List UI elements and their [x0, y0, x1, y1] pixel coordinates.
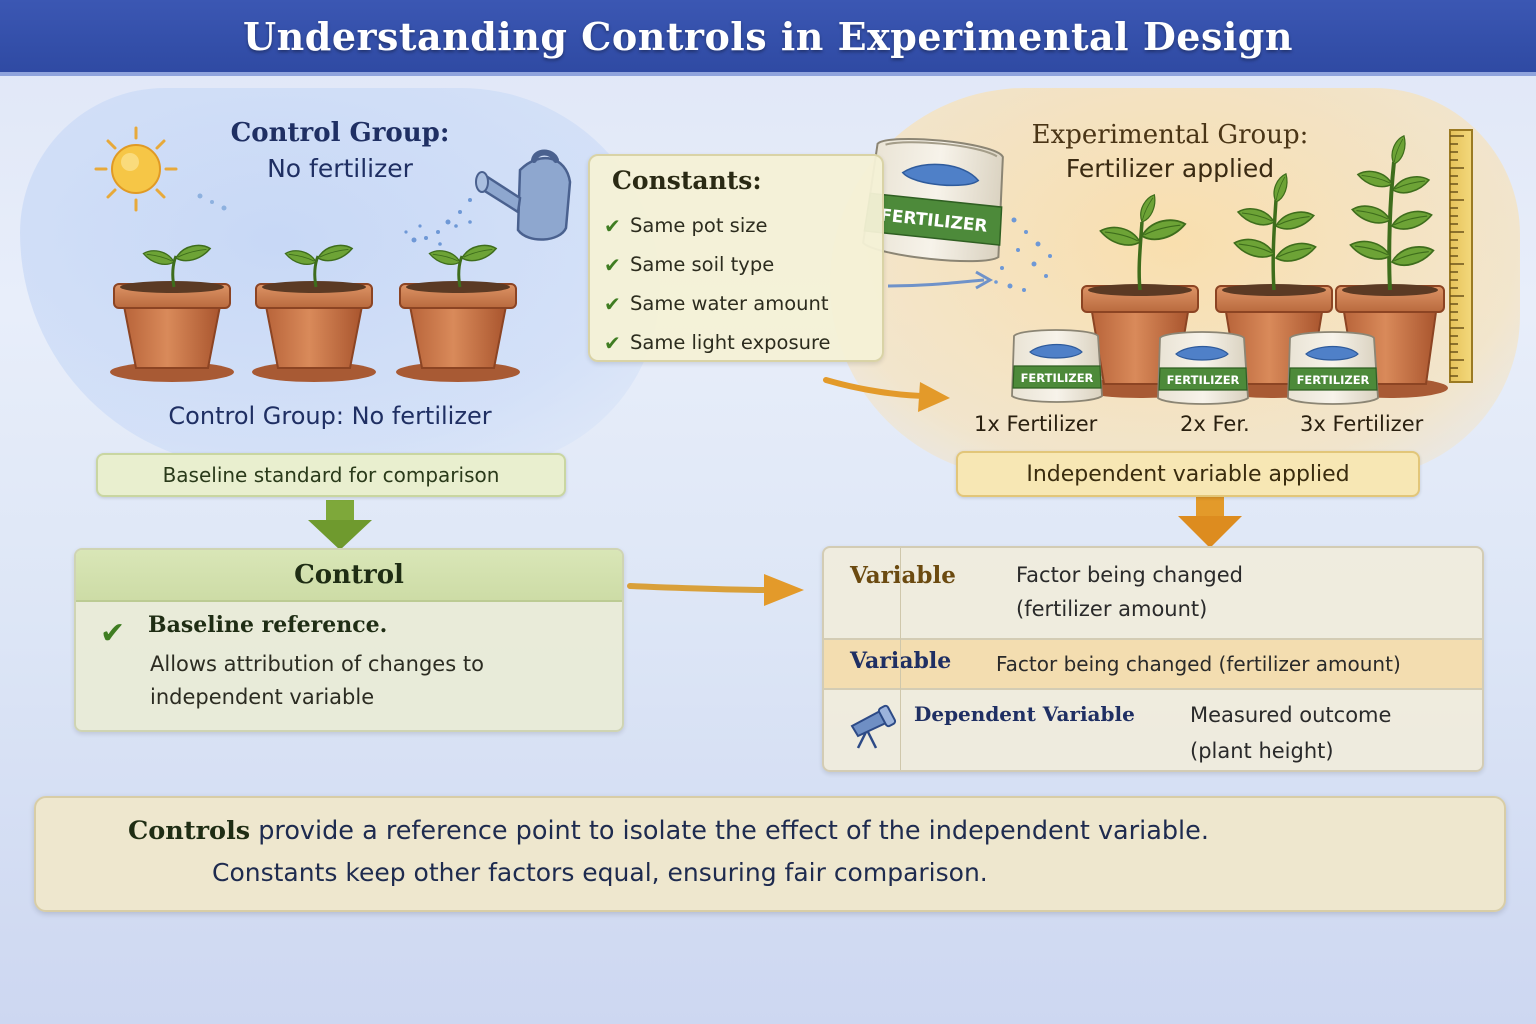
- constants-card: Constants: ✔Same pot size ✔Same soil typ…: [588, 154, 884, 362]
- dependent-variable-label: Dependent Variable: [914, 702, 1135, 726]
- dependent-variable-row: Dependent Variable Measured outcome (pla…: [824, 690, 1482, 770]
- variable-desc: Factor being changed (fertilizer amount): [996, 652, 1401, 676]
- amount-label-2x: 2x Fer.: [1180, 412, 1250, 436]
- divider: [900, 548, 901, 770]
- dependent-desc-line2: (plant height): [1190, 739, 1334, 763]
- constants-title: Constants:: [612, 166, 762, 195]
- independent-variable-note: Independent variable applied: [956, 451, 1420, 497]
- check-icon: ✔: [100, 616, 126, 651]
- check-icon: ✔: [604, 330, 621, 355]
- page-title: Understanding Controls in Experimental D…: [243, 13, 1293, 59]
- control-card-detail: Allows attribution of changes to indepen…: [150, 652, 484, 709]
- variable-desc-line2: (fertilizer amount): [1016, 597, 1208, 621]
- control-card-title: Control: [76, 550, 622, 602]
- small-fertilizer-bags: FERTILIZER FERTILIZER FERTILIZER: [1011, 329, 1379, 405]
- summary-line-1: Controls provide a reference point to is…: [128, 816, 1209, 846]
- amount-label-3x: 3x Fertilizer: [1300, 412, 1424, 436]
- check-icon: ✔: [604, 291, 621, 316]
- check-icon: ✔: [604, 252, 621, 277]
- list-item: ✔Same soil type: [604, 252, 775, 277]
- summary-panel: Controls provide a reference point to is…: [34, 796, 1506, 912]
- amount-label-1x: 1x Fertilizer: [974, 412, 1098, 436]
- control-card-point: Baseline reference.: [148, 612, 388, 638]
- check-icon: ✔: [604, 213, 621, 238]
- fertilizer-bag-icon: FERTILIZER: [862, 137, 1004, 263]
- variable-row: Variable Factor being changed (fertilize…: [824, 548, 1482, 640]
- experimental-group-subtitle: Fertilizer applied: [1065, 154, 1275, 183]
- svg-text:FERTILIZER: FERTILIZER: [1021, 371, 1094, 385]
- control-card: Control ✔ Baseline reference. Allows att…: [74, 548, 624, 732]
- arrow-down-green-icon: [308, 500, 372, 550]
- variable-desc-line1: Factor being changed: [1016, 563, 1243, 587]
- variable-label: Variable: [850, 562, 956, 589]
- variable-row-highlight: Variable Factor being changed (fertilize…: [824, 640, 1482, 690]
- sun-icon: [94, 126, 178, 212]
- ruler-icon: [1449, 129, 1473, 383]
- list-item: ✔Same water amount: [604, 291, 829, 316]
- constants-list: ✔Same pot size ✔Same soil type ✔Same wat…: [604, 206, 831, 362]
- control-group-subtitle: No fertilizer: [267, 154, 413, 183]
- control-baseline-note: Baseline standard for comparison: [96, 453, 566, 497]
- arrow-right-icon: [627, 574, 804, 606]
- list-item: ✔Same pot size: [604, 213, 768, 238]
- arrow-down-orange-icon: [1178, 496, 1242, 548]
- control-pots: [110, 244, 520, 382]
- title-banner: Understanding Controls in Experimental D…: [0, 0, 1536, 76]
- arrow-icon: [823, 377, 950, 412]
- variables-card: Variable Factor being changed (fertilize…: [822, 546, 1484, 772]
- control-group-caption: Control Group: No fertilizer: [168, 402, 492, 430]
- control-group-title: Control Group:: [230, 118, 450, 148]
- summary-line-2: Constants keep other factors equal, ensu…: [212, 858, 988, 887]
- experimental-group-title: Experimental Group:: [1031, 120, 1309, 150]
- svg-text:FERTILIZER: FERTILIZER: [1167, 373, 1240, 387]
- svg-text:FERTILIZER: FERTILIZER: [1297, 373, 1370, 387]
- watering-can-icon: [475, 149, 572, 241]
- telescope-icon: [850, 704, 897, 749]
- list-item: ✔Same light exposure: [604, 330, 831, 355]
- dependent-desc-line1: Measured outcome: [1190, 703, 1392, 727]
